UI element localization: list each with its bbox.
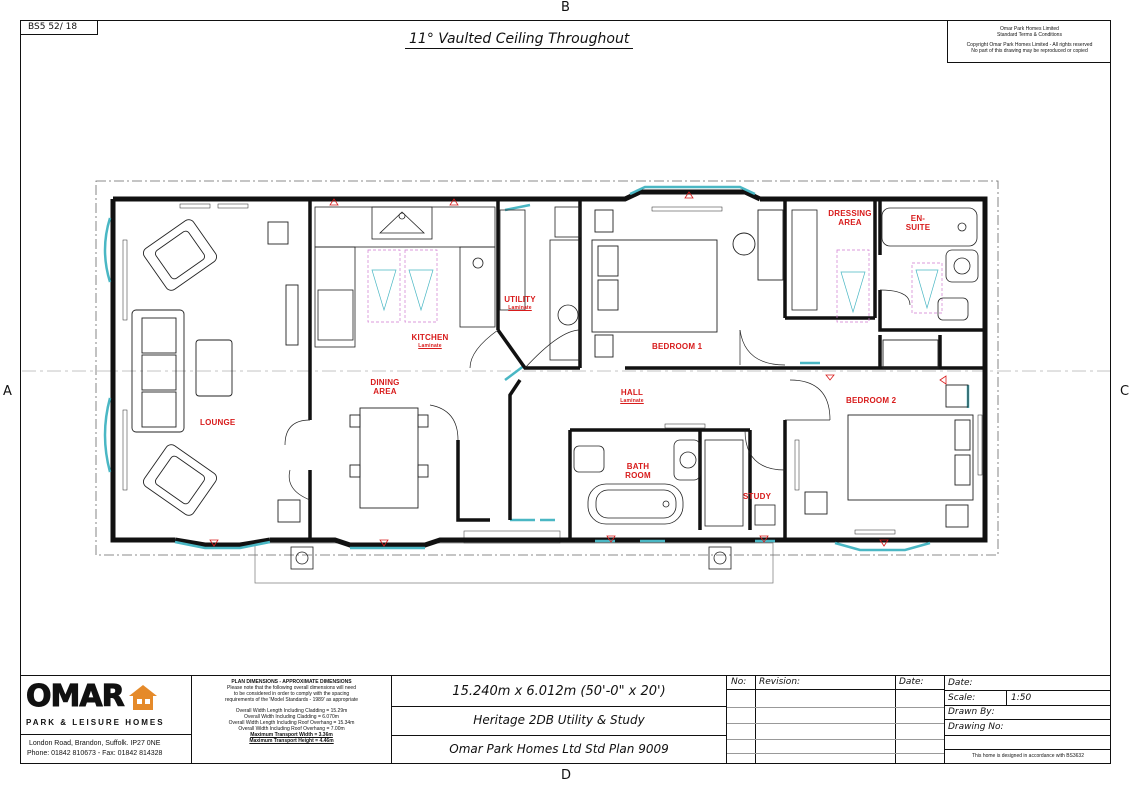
dims-note-4: requirements of the 'Model Standards - 1… <box>224 697 359 703</box>
copyright-box: Omar Park Homes Limited Standard Terms &… <box>947 20 1111 63</box>
dims-note-3: to be considered in order to comply with… <box>233 691 350 697</box>
room-label-utility: UTILITY Laminate <box>498 295 542 313</box>
plan-size: 15.240m x 6.012m (50'-0" x 20') <box>452 684 666 699</box>
drawing-ref-box: BS5 52/ 18 <box>20 20 98 35</box>
room-label-ensuite: EN- SUITE <box>905 214 931 232</box>
grid-ref-right: C <box>1120 384 1130 399</box>
room-label-study: STUDY <box>743 492 772 501</box>
copyright-line-2: Standard Terms & Conditions <box>997 32 1062 38</box>
drawing-heading: 11° Vaulted Ceiling Throughout <box>405 31 634 49</box>
company-logo: OMAR <box>26 679 160 714</box>
copyright-line-3: Copyright Omar Park Homes Limited - All … <box>966 42 1093 48</box>
info-scale-value: 1:50 <box>1011 693 1032 703</box>
logo-text: OMAR <box>26 679 126 714</box>
plan-std-number: Omar Park Homes Ltd Std Plan 9009 <box>449 742 669 756</box>
grid-ref-bottom: D <box>561 768 572 783</box>
dims-note-7: Overall Width Length Including Roof Over… <box>228 720 355 726</box>
revision-date-header: Date: <box>899 677 924 687</box>
room-label-dining: DINING AREA <box>370 378 400 396</box>
plan-model: Heritage 2DB Utility & Study <box>473 713 645 727</box>
kitchen-floor-finish: Laminate <box>418 343 442 349</box>
room-name-utility: UTILITY <box>504 295 536 304</box>
drawing-ref: BS5 52/ 18 <box>28 22 78 32</box>
info-drawing-no-label: Drawing No: <box>948 722 1004 732</box>
utility-floor-finish: Laminate <box>508 305 532 311</box>
company-address: London Road, Brandon, Suffolk. IP27 0NE <box>29 740 161 747</box>
dimensions-notes-cell: PLAN DIMENSIONS - APPROXIMATE DIMENSIONS… <box>192 676 392 764</box>
revision-no-header: No: <box>731 677 747 687</box>
revision-table: No: Revision: Date: <box>727 676 945 764</box>
dims-note-5: Overall Width Length Including Cladding … <box>235 708 348 714</box>
info-date-label: Date: <box>948 678 973 688</box>
info-footer: This home is designed in accordance with… <box>971 753 1084 759</box>
dims-note-9: Maximum Transport Width = 3.36m <box>250 732 333 738</box>
plan-info-cell: 15.240m x 6.012m (50'-0" x 20') Heritage… <box>392 676 727 764</box>
dims-note-8: Overall Width Including Roof Overhang = … <box>238 726 345 732</box>
room-label-bathroom: BATH ROOM <box>625 462 651 480</box>
dims-note-6: Overall Width Including Cladding = 6.070… <box>244 714 339 720</box>
drawing-info-cell: Date: Scale: 1:50 Drawn By: Drawing No: … <box>945 676 1111 764</box>
revision-header: Revision: <box>759 677 801 687</box>
room-label-kitchen: KITCHEN Laminate <box>408 333 452 351</box>
room-label-bedroom-2: BEDROOM 2 <box>846 396 897 405</box>
house-logo-icon <box>128 685 157 710</box>
dims-note-10: Maximum Transport Height = 4.46m <box>249 738 334 744</box>
info-scale-label: Scale: <box>948 693 976 703</box>
info-drawn-by-label: Drawn By: <box>948 707 995 717</box>
room-name-kitchen: KITCHEN <box>411 333 449 342</box>
company-cell: OMAR PARK & LEISURE HOMES London Road, B… <box>20 676 192 764</box>
copyright-line-4: No part of this drawing may be reproduce… <box>971 48 1088 54</box>
floor-plan <box>22 180 1110 584</box>
grid-ref-top: B <box>561 0 570 15</box>
room-name-hall: HALL <box>620 388 644 397</box>
copyright-line-1: Omar Park Homes Limited <box>1000 26 1059 32</box>
drawing-frame <box>20 20 1111 764</box>
title-block: OMAR PARK & LEISURE HOMES London Road, B… <box>20 675 1111 764</box>
grid-ref-left: A <box>3 384 12 399</box>
hall-floor-finish: Laminate <box>620 398 644 404</box>
room-label-hall: HALL Laminate <box>611 388 653 406</box>
company-tagline: PARK & LEISURE HOMES <box>26 718 165 727</box>
room-label-lounge: LOUNGE <box>200 418 236 427</box>
room-label-bedroom-1: BEDROOM 1 <box>652 342 703 351</box>
company-phone: Phone: 01842 810673 - Fax: 01842 814328 <box>27 750 163 757</box>
dims-note-2: Please note that the following overall d… <box>227 685 356 691</box>
room-label-dressing: DRESSING AREA <box>828 209 872 227</box>
dims-note-1: PLAN DIMENSIONS - APPROXIMATE DIMENSIONS <box>231 679 352 685</box>
